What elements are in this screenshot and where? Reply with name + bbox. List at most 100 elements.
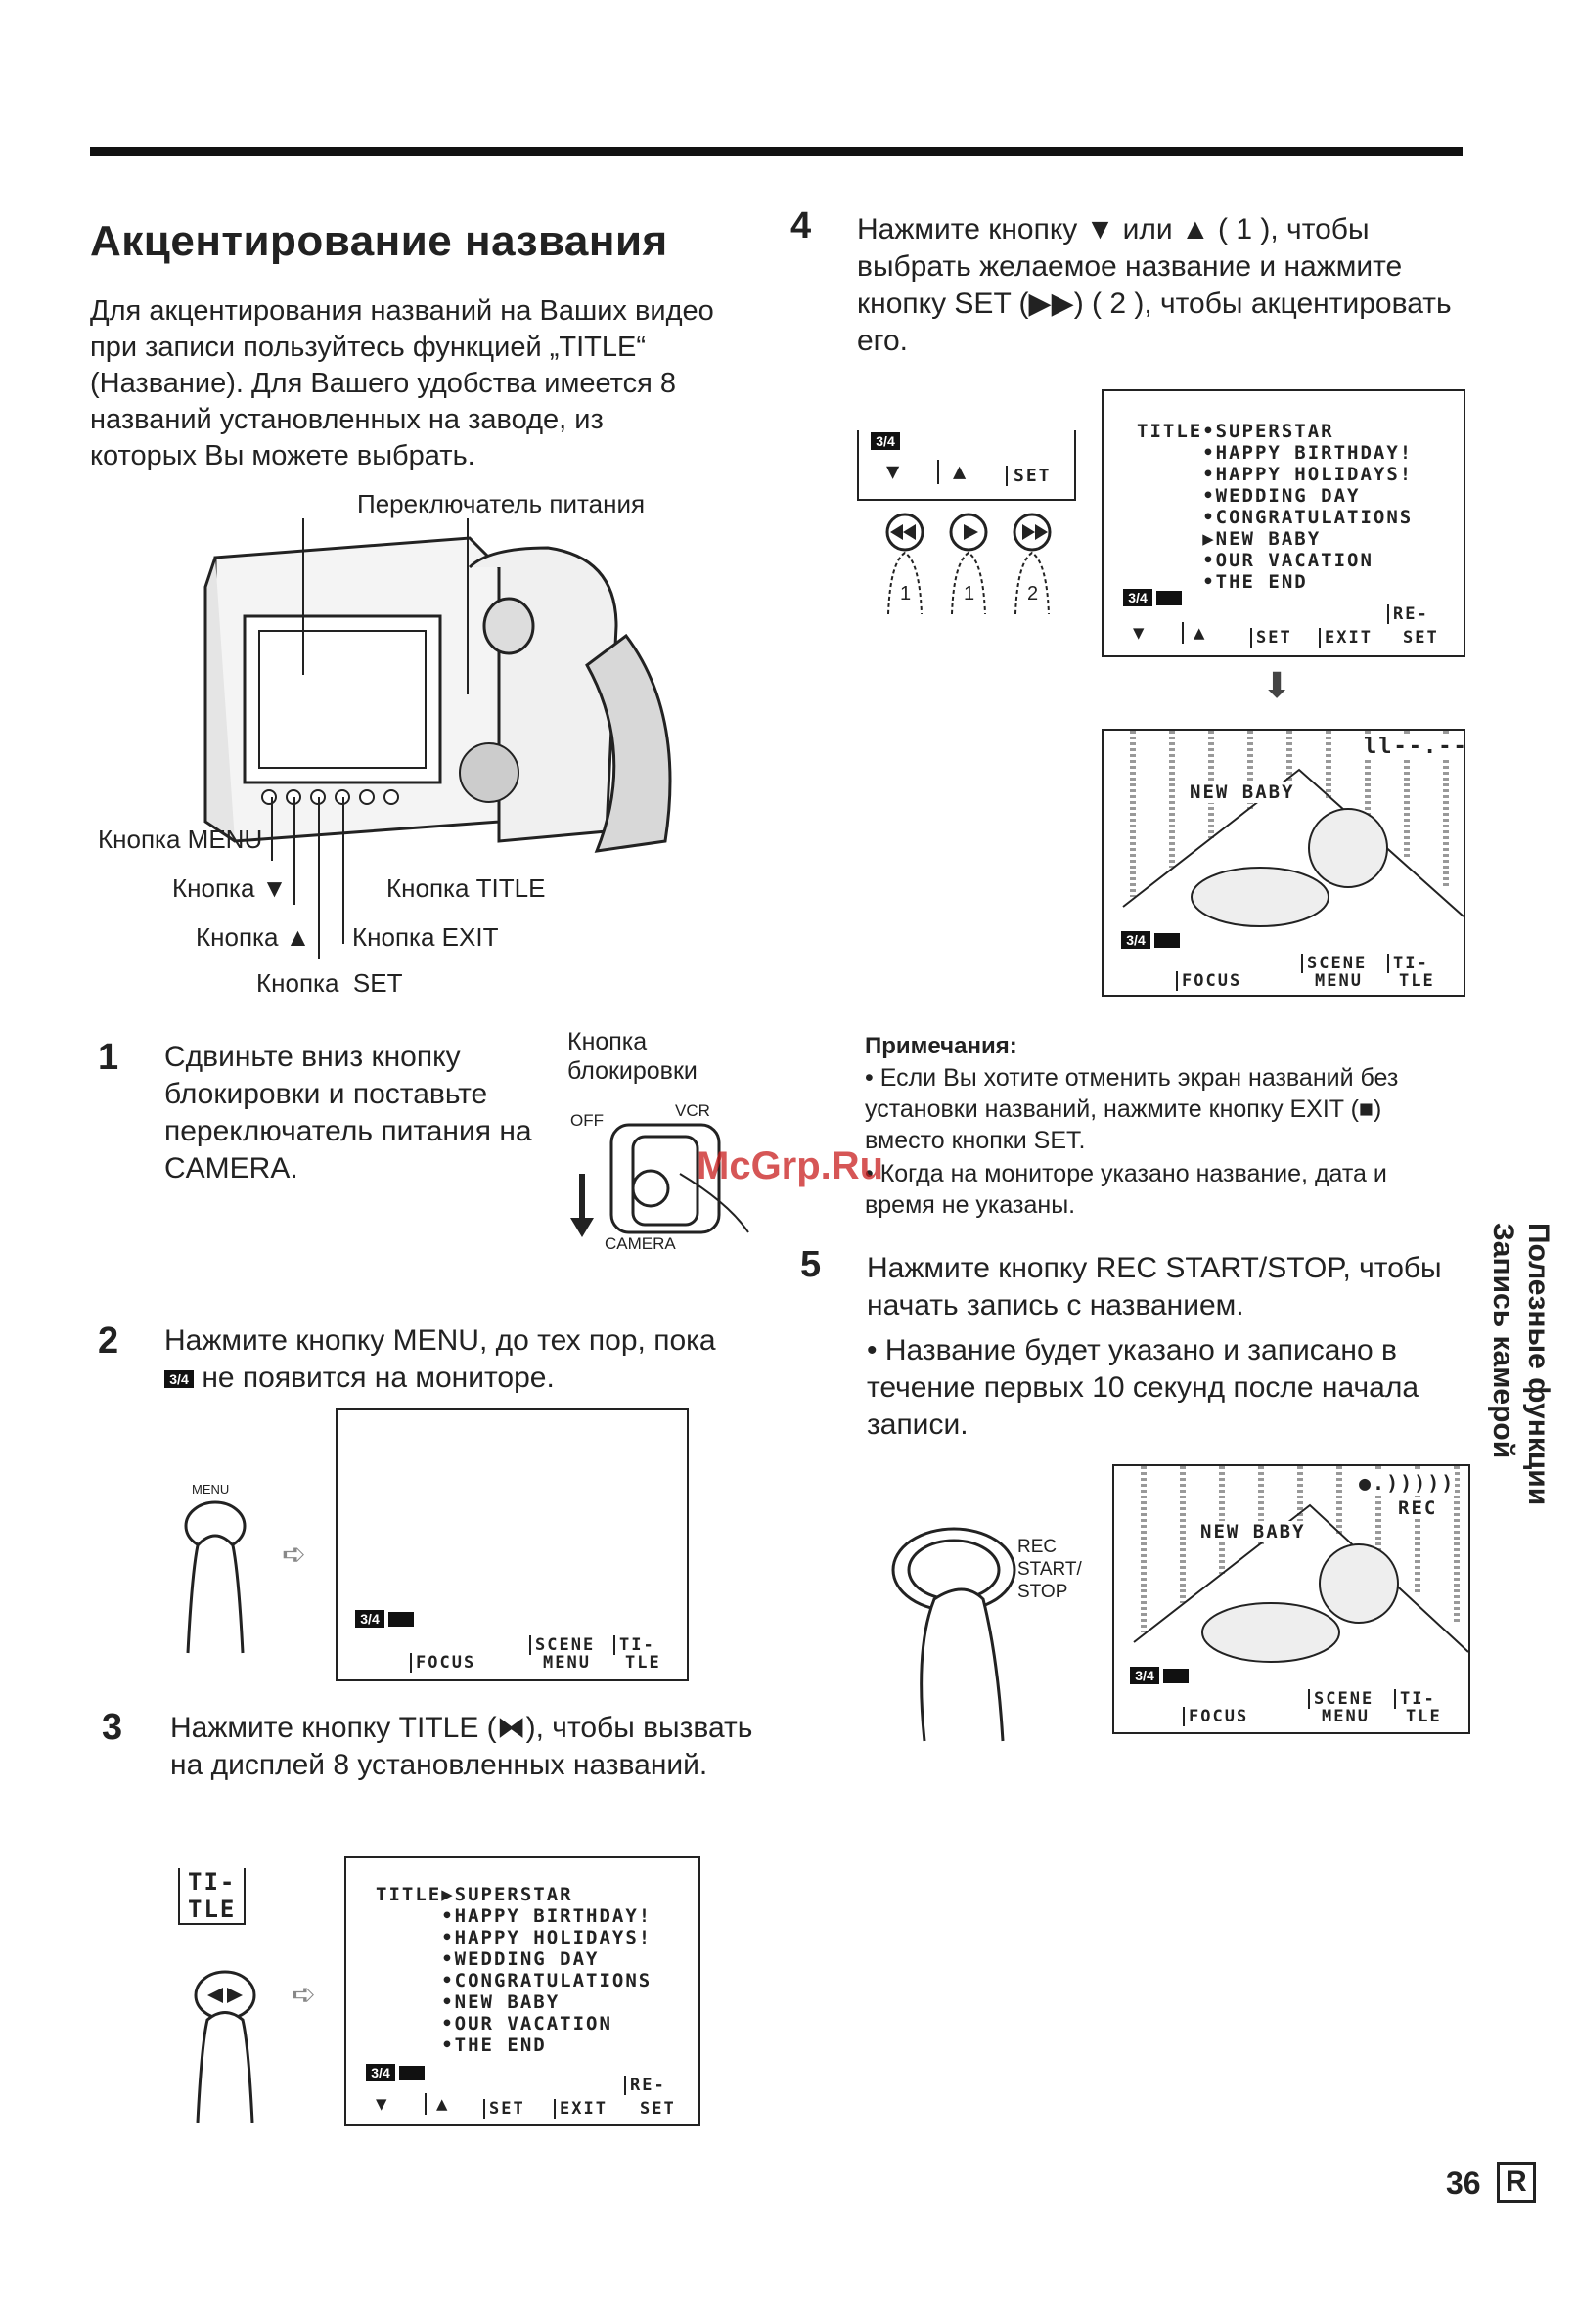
osd-focus: FOCUS [1176, 971, 1242, 991]
step-5-number: 5 [800, 1244, 822, 1285]
osd-menu: MENU [1322, 1707, 1370, 1726]
camera-label-set: Кнопка SET [256, 968, 403, 998]
battery-level-icon [399, 2065, 425, 2080]
arrow-icon: ➪ [292, 1979, 317, 2011]
menu-finger-label: MENU [192, 1482, 230, 1497]
page-lang-badge: R [1497, 2162, 1536, 2203]
step-4-text: Нажмите кнопку ▼ или ▲ ( 1 ), чтобы выбр… [857, 213, 1452, 357]
lock-button-label: Кнопка блокировки [567, 1028, 698, 1085]
osd-ti: TI- [1394, 1689, 1436, 1709]
notes-title: Примечания: [865, 1033, 1017, 1059]
leader-line [467, 518, 469, 694]
osd-up-icon: ▲ [425, 2093, 449, 2115]
note-text: Когда на мониторе указано название, дата… [865, 1160, 1387, 1219]
power-switch-illustration [570, 1123, 749, 1237]
osd-re: RE- [624, 2076, 666, 2095]
note-item: • Если Вы хотите отменить экран названий… [865, 1064, 1399, 1154]
osd-menu: MENU [543, 1653, 591, 1673]
battery-level-icon [1156, 590, 1182, 605]
osd-reset-set: SET [640, 2099, 676, 2119]
battery-level-icon [388, 1611, 414, 1627]
osd-scene: SCENE [1308, 1689, 1374, 1709]
battery-icon: 3/4 [355, 1610, 384, 1628]
osd-tle: TLE [1406, 1707, 1442, 1726]
fingers-step4 [885, 513, 1052, 615]
title-list: TITLE▶SUPERSTAR •HAPPY BIRTHDAY! •HAPPY … [376, 1884, 653, 2056]
osd-re: RE- [1387, 604, 1429, 624]
leader-line [271, 797, 273, 861]
finger-press-menu [184, 1500, 247, 1654]
osd-counter: ll--.-- [1364, 737, 1464, 758]
step-1-text: Сдвиньте вниз кнопку блокировки и постав… [164, 1041, 532, 1184]
panel-up-icon: ▲ [937, 460, 968, 484]
osd-battery: 3/4 [1123, 589, 1182, 606]
step-3-number: 3 [102, 1707, 123, 1748]
intro-text: Для акцентирования названий на Ваших вид… [90, 295, 714, 471]
osd-tle: TLE [625, 1653, 661, 1673]
battery-icon: 3/4 [366, 2064, 395, 2081]
baby-image [1122, 731, 1464, 927]
osd-battery: 3/4 [355, 1610, 414, 1628]
watermark: McGrp.Ru [697, 1144, 884, 1187]
monitor-screen-step4-list: TITLE•SUPERSTAR •HAPPY BIRTHDAY! •HAPPY … [1102, 389, 1465, 657]
vcr-label: VCR [675, 1101, 710, 1120]
leader-line [318, 797, 320, 959]
monitor-screen-step4-preview: ll--.-- NEW BABY 3/4 FOCUS SCENE MENU TI… [1102, 729, 1465, 997]
osd-reset-set: SET [1403, 628, 1439, 648]
battery-icon: 3/4 [1123, 589, 1152, 606]
arrow-icon: ➪ [282, 1539, 307, 1571]
camcorder-illustration [203, 518, 672, 853]
baby-image [1133, 1466, 1468, 1663]
osd-battery: 3/4 [366, 2064, 425, 2081]
step-5-bullet-text: Название будет указано и записано в тече… [867, 1334, 1419, 1441]
side-tab: Полезные функции Запись камерой [1485, 1223, 1555, 1505]
monitor-screen-step5: ●.))))) REC NEW BABY 3/4 FOCUS SCENE MEN… [1112, 1464, 1470, 1734]
battery-icon: 3/4 [871, 432, 900, 450]
osd-set: SET [1250, 628, 1292, 648]
monitor-screen-step3: TITLE▶SUPERSTAR •HAPPY BIRTHDAY! •HAPPY … [344, 1856, 700, 2126]
panel-down-icon: ▼ [886, 460, 902, 484]
step-4-number: 4 [790, 205, 812, 246]
monitor-screen-step2: 3/4 FOCUS SCENE MENU TI- TLE [336, 1408, 689, 1681]
down-arrow-icon: ⬇ [1262, 665, 1292, 705]
rec-button-label: REC START/ STOP [1017, 1537, 1082, 1602]
page-number: 36 [1446, 2166, 1481, 2201]
osd-exit: EXIT [1319, 628, 1373, 648]
osd-focus: FOCUS [410, 1653, 475, 1673]
osd-menu: MENU [1315, 971, 1363, 991]
osd-tle: TLE [1399, 971, 1435, 991]
ti-label: TI- [188, 1868, 237, 1896]
leader-line [293, 797, 295, 905]
osd-battery: 3/4 [1121, 931, 1180, 949]
overlay-title: NEW BABY [1190, 782, 1295, 803]
camera-label-exit: Кнопка EXIT [352, 922, 499, 952]
osd-down-icon: ▼ [376, 2093, 389, 2115]
osd-rec-indicator: ●.))))) [1359, 1471, 1456, 1495]
battery-level-icon [1163, 1668, 1189, 1683]
leader-line [342, 797, 344, 944]
camera-mode-label: CAMERA [605, 1234, 676, 1253]
osd-scene: SCENE [529, 1635, 595, 1655]
battery-level-icon [1154, 932, 1180, 948]
rec-button-illustration [891, 1527, 1016, 1742]
battery-icon: 3/4 [164, 1370, 194, 1389]
panel-set: SET [1006, 466, 1052, 486]
step-1-number: 1 [98, 1037, 119, 1078]
camera-label-menu: Кнопка MENU [98, 825, 263, 854]
camera-label-power: Переключатель питания [357, 489, 646, 518]
finger-press-title [194, 1970, 256, 2123]
osd-exit: EXIT [554, 2099, 608, 2119]
osd-ti: TI- [1387, 954, 1429, 973]
step-5-bullet: • Название будет указано и записано в те… [867, 1334, 1419, 1441]
top-rule [90, 147, 1463, 156]
step-2-text: Нажмите кнопку MENU, до тех пор, пока 3/… [164, 1322, 732, 1397]
title-button-label: TI- TLE [178, 1868, 247, 1925]
tle-label: TLE [188, 1896, 237, 1923]
osd-set: SET [483, 2099, 525, 2119]
battery-icon: 3/4 [1121, 931, 1150, 949]
osd-down-icon: ▼ [1133, 622, 1147, 644]
finger-1b-label: 1 [964, 583, 975, 604]
note-text: Если Вы хотите отменить экран названий б… [865, 1064, 1399, 1154]
off-label: OFF [570, 1111, 604, 1130]
section-title: Акцентирование названия [90, 217, 668, 265]
